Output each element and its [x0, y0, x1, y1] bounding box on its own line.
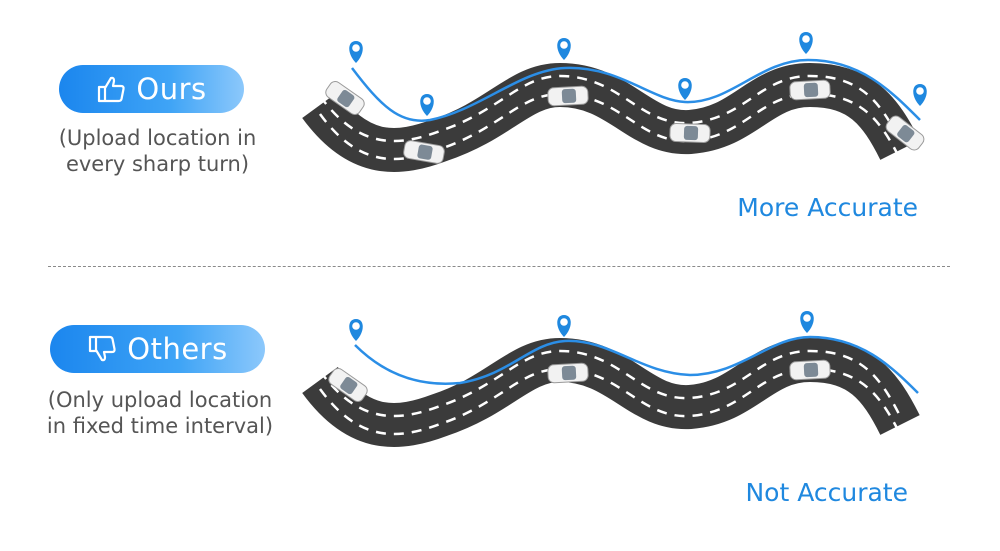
badge-others-label: Others	[127, 332, 228, 366]
car-icon	[547, 362, 589, 384]
location-pin-icon	[349, 41, 363, 63]
location-pin-icon	[557, 38, 571, 60]
location-pin-icon	[799, 32, 813, 54]
location-pin-icon	[913, 84, 927, 106]
dashed-divider	[48, 266, 950, 267]
result-not-accurate: Not Accurate	[745, 478, 908, 507]
note-others-line2: in fixed time interval)	[46, 414, 274, 438]
location-pin-icon	[420, 94, 434, 116]
note-others: (Only upload location in fixed time inte…	[30, 387, 290, 439]
badge-ours-label: Ours	[136, 72, 207, 106]
road-diagram-ours	[302, 32, 927, 172]
panel-others: Others (Only upload location in fixed ti…	[0, 275, 1000, 540]
note-ours: (Upload location in every sharp turn)	[40, 125, 275, 177]
car-icon	[328, 368, 368, 402]
note-ours-line2: every sharp turn)	[65, 152, 250, 176]
car-icon	[789, 359, 831, 381]
location-pin-icon	[800, 311, 814, 333]
panel-ours: Ours (Upload location in every sharp tur…	[0, 0, 1000, 265]
location-pin-icon	[349, 319, 363, 341]
route-line	[354, 335, 919, 394]
car-icon	[669, 123, 711, 143]
note-others-line1: (Only upload location	[47, 388, 273, 412]
thumbs-down-icon	[87, 335, 117, 363]
car-icon	[403, 140, 445, 164]
location-pin-icon	[557, 315, 571, 337]
badge-ours: Ours	[59, 65, 244, 113]
car-icon	[789, 79, 831, 101]
road-diagram-others	[302, 311, 920, 447]
car-icon	[547, 85, 589, 107]
badge-others: Others	[50, 325, 265, 373]
result-more-accurate: More Accurate	[737, 193, 918, 222]
route-line	[351, 58, 921, 122]
car-icon	[885, 115, 925, 151]
car-icon	[325, 81, 365, 115]
note-ours-line1: (Upload location in	[58, 126, 257, 150]
thumbs-up-icon	[96, 75, 126, 103]
location-pin-icon	[678, 78, 692, 100]
